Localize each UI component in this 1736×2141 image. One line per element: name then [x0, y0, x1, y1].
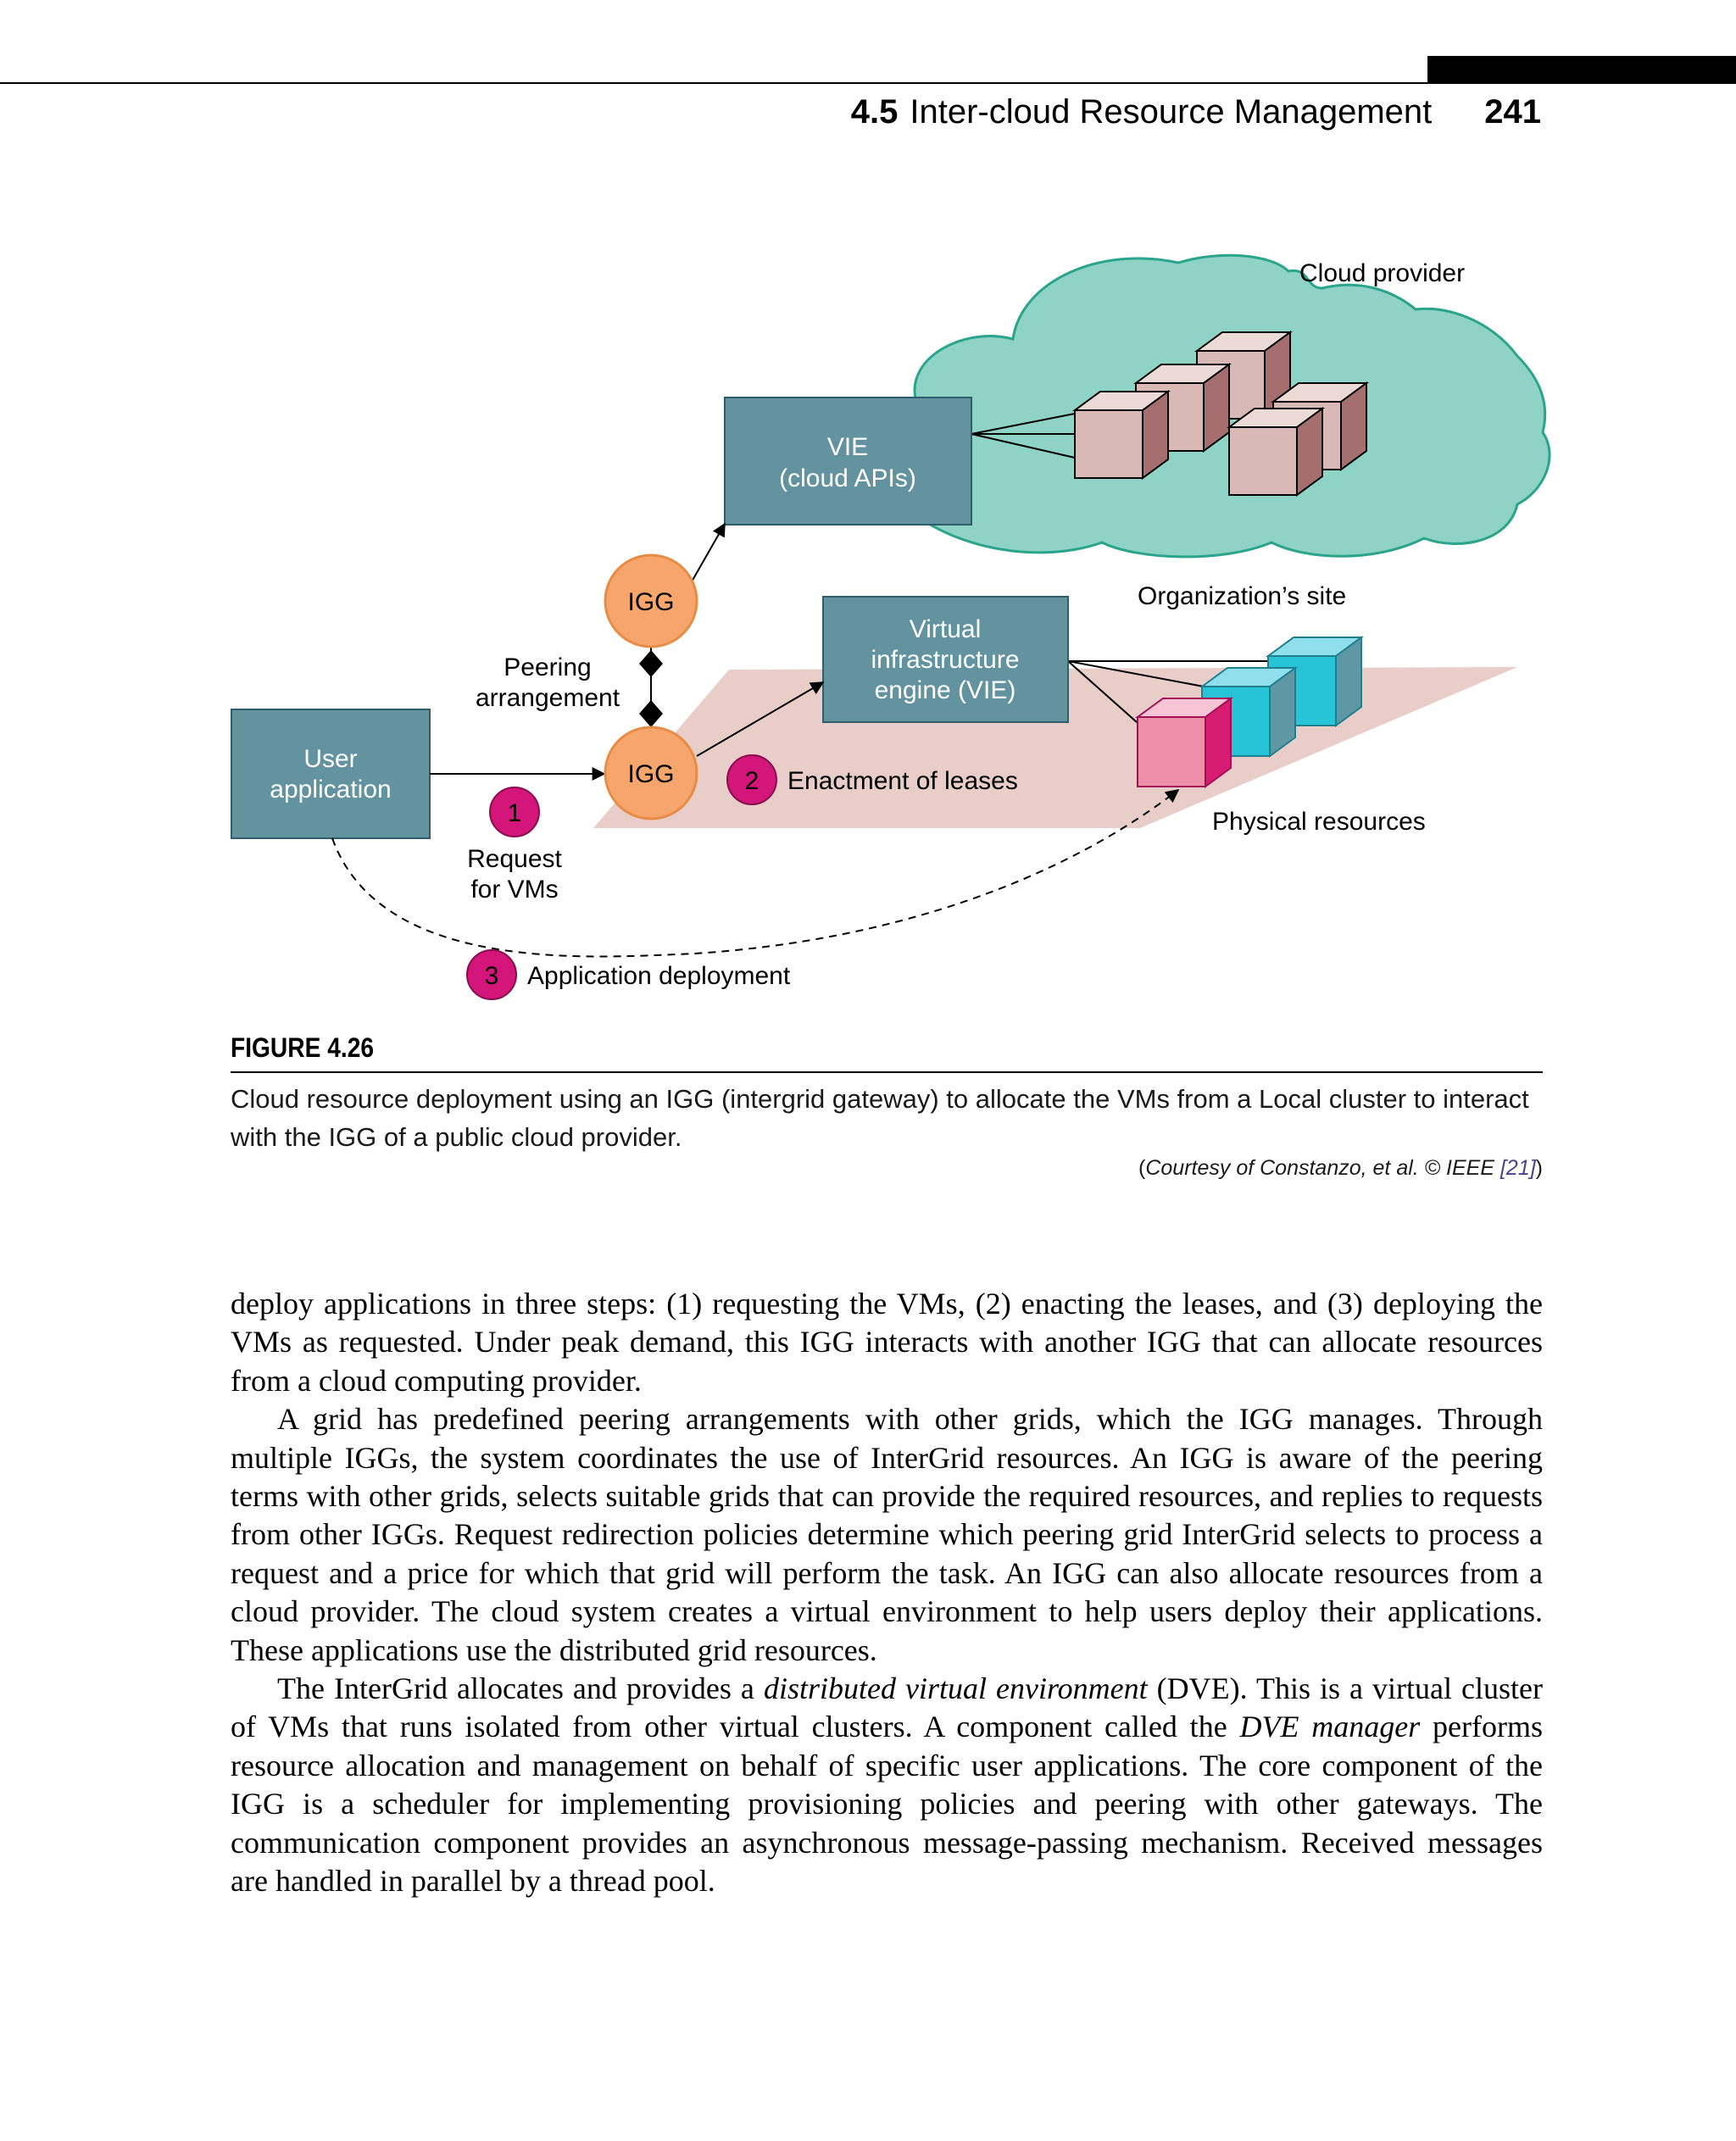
credit-reference-link[interactable]: [21] [1500, 1156, 1536, 1180]
vie-cloud-box [724, 397, 972, 526]
figure-diagram: Cloud provider Organization’s site [231, 253, 1551, 1000]
page-number: 241 [1484, 93, 1541, 131]
running-head: 4.5 Inter-cloud Resource Management 241 [851, 93, 1541, 137]
header-black-tab [1427, 56, 1736, 84]
para3-term-dve: distributed virtual environment [763, 1671, 1148, 1706]
figure-caption: Cloud resource deployment using an IGG (… [231, 1084, 1529, 1152]
vie-cloud-connector [971, 413, 1076, 435]
igg-cloud-node [604, 553, 698, 648]
header-rule [0, 82, 1736, 84]
vie-local-box [822, 596, 1069, 723]
step2-label: Enactment of leases [787, 767, 1018, 795]
step2-badge [726, 754, 777, 805]
figure-caption-rule [231, 1071, 1543, 1073]
para3-text-a: The InterGrid allocates and provides a [277, 1671, 764, 1706]
step1-badge [489, 787, 540, 837]
section-number: 4.5 [850, 93, 899, 131]
step1-label-line2: for VMs [470, 876, 558, 904]
credit-text: Courtesy of Constanzo, et al. © IEEE [1145, 1156, 1500, 1180]
cloud-cube [1132, 363, 1232, 453]
user-application-box [231, 709, 431, 839]
para3-text-b: (DVE). This is a virtual cluster of VMs … [231, 1671, 1543, 1744]
physical-cube-pink [1134, 697, 1234, 788]
credit-close-paren: ) [1535, 1156, 1543, 1180]
para3-term-dve-manager: DVE manager [1239, 1710, 1421, 1744]
igg-local-label: IGG [627, 760, 674, 788]
vie-local-connector [1067, 660, 1145, 730]
peering-diamond-top [639, 650, 663, 677]
igg-cloud-label: IGG [627, 588, 674, 616]
vie-local-label-line1: Virtual [910, 615, 982, 643]
cloud-cube [1226, 407, 1326, 497]
user-application-label-line2: application [270, 776, 391, 804]
vie-cloud-label-line2: (cloud APIs) [779, 464, 916, 492]
igg-local-node [604, 726, 698, 820]
step3-badge [466, 949, 517, 1000]
body-text: deploy applications in three steps: (1) … [231, 1285, 1543, 1901]
step3-label: Application deployment [527, 962, 791, 990]
vie-local-label-line3: engine (VIE) [875, 676, 1016, 704]
cloud-provider-label: Cloud provider [1299, 259, 1465, 287]
body-paragraph-2: A grid has predefined peering arrangemen… [231, 1402, 1543, 1667]
deployment-dashed-curve [331, 789, 1180, 958]
igg-to-vie-local-arrow [696, 681, 825, 757]
user-application-label-line1: User [303, 745, 357, 773]
step1-number: 1 [508, 799, 522, 827]
figure-credit: (Courtesy of Constanzo, et al. © IEEE [2… [1138, 1156, 1543, 1181]
physical-resource-cubes [1134, 636, 1365, 788]
step1-label-line1: Request [467, 845, 562, 873]
step3-number: 3 [485, 962, 499, 990]
figure-label: FIGURE 4.26 [231, 1032, 375, 1063]
body-paragraph-3: The InterGrid allocates and provides a d… [231, 1670, 1543, 1900]
credit-open-paren: ( [1138, 1156, 1146, 1180]
body-paragraph-1: deploy applications in three steps: (1) … [231, 1287, 1543, 1398]
cloud-vm-cubes [1071, 331, 1370, 497]
para3-text-c: performs resource allocation and managem… [231, 1710, 1543, 1899]
section-title: Inter-cloud Resource Management [910, 93, 1433, 131]
peering-label-line1: Peering [504, 653, 591, 681]
vie-cloud-connector [971, 433, 1076, 459]
vie-local-label-line2: infrastructure [871, 646, 1019, 674]
physical-resources-label: Physical resources [1212, 808, 1426, 836]
igg-to-vie-cloud-arrow [690, 522, 726, 584]
step2-number: 2 [745, 767, 760, 795]
peering-label-line2: arrangement [476, 684, 620, 712]
peering-diamond-bottom [639, 700, 663, 727]
cloud-cube [1071, 390, 1171, 480]
organization-site-label: Organization’s site [1138, 582, 1346, 610]
vie-local-connector [1067, 660, 1205, 687]
vie-cloud-label-line1: VIE [827, 433, 868, 461]
